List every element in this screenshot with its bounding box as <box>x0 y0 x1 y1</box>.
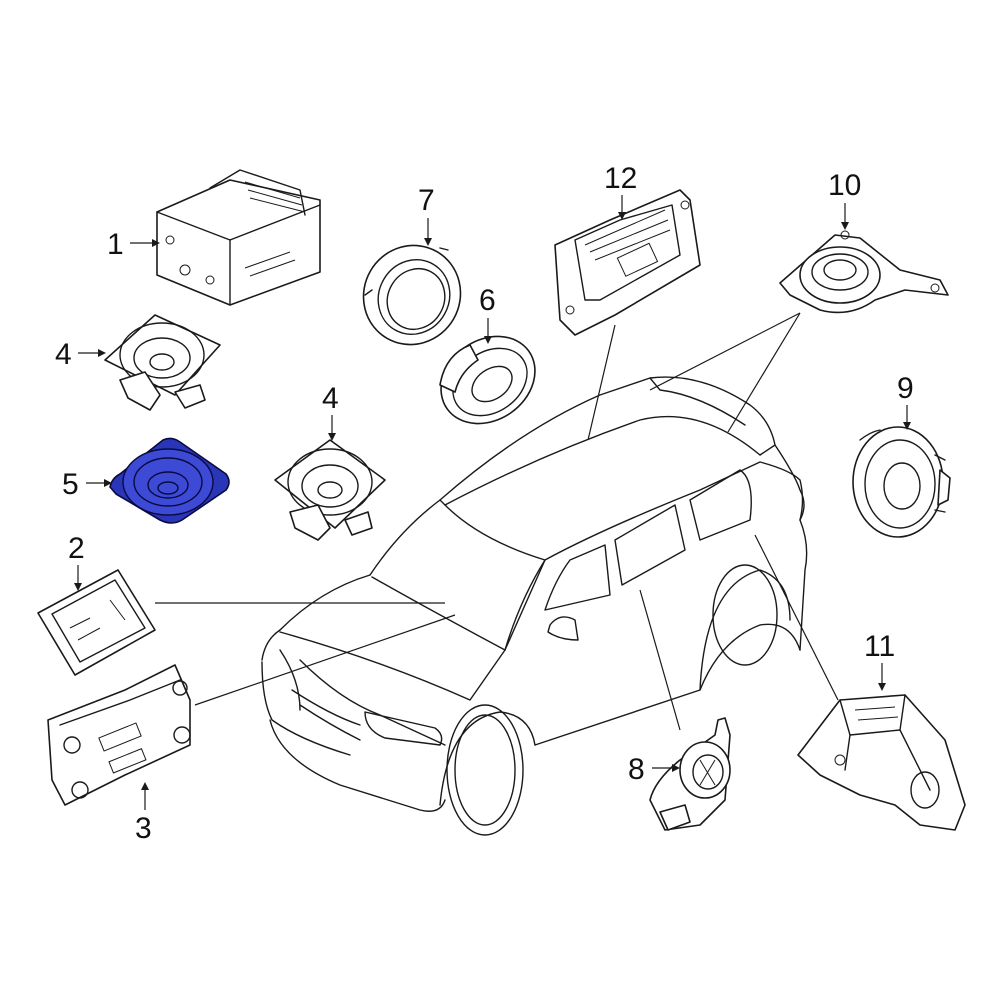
part-6-oval-speaker[interactable] <box>424 319 552 442</box>
callout-5: 5 <box>62 468 79 501</box>
part-10-tweeter-bracket[interactable] <box>779 230 949 314</box>
part-3-control-panel[interactable] <box>47 664 191 806</box>
part-1-radio-unit[interactable] <box>156 169 321 306</box>
callout-11: 11 <box>864 630 895 663</box>
callout-12: 12 <box>604 162 637 195</box>
vehicle-outline <box>261 376 808 836</box>
part-8-subwoofer-bracket[interactable] <box>649 717 731 831</box>
callout-7: 7 <box>418 184 435 217</box>
part-12-amplifier[interactable] <box>554 189 701 336</box>
location-leaders <box>155 312 839 731</box>
callout-9: 9 <box>897 372 914 405</box>
part-4-speaker-center[interactable] <box>274 439 386 541</box>
part-9-door-speaker[interactable] <box>852 426 951 538</box>
part-2-display-screen[interactable] <box>37 569 156 676</box>
part-7-adapter-ring[interactable] <box>345 228 478 363</box>
part-11-subwoofer-enclosure[interactable] <box>797 694 966 831</box>
callout-4-center: 4 <box>322 382 339 415</box>
callout-8: 8 <box>628 753 645 786</box>
callout-2: 2 <box>68 532 85 565</box>
callout-4-left: 4 <box>55 338 72 371</box>
callout-1: 1 <box>107 228 124 261</box>
callout-labels: 1 2 3 4 4 5 6 7 8 9 10 11 12 <box>55 162 914 845</box>
callout-6: 6 <box>479 284 496 317</box>
callout-3: 3 <box>135 812 152 845</box>
part-4-speaker-left[interactable] <box>104 314 221 411</box>
callout-arrows <box>74 195 911 810</box>
part-5-speaker-highlighted[interactable] <box>109 437 230 524</box>
callout-10: 10 <box>828 169 861 202</box>
